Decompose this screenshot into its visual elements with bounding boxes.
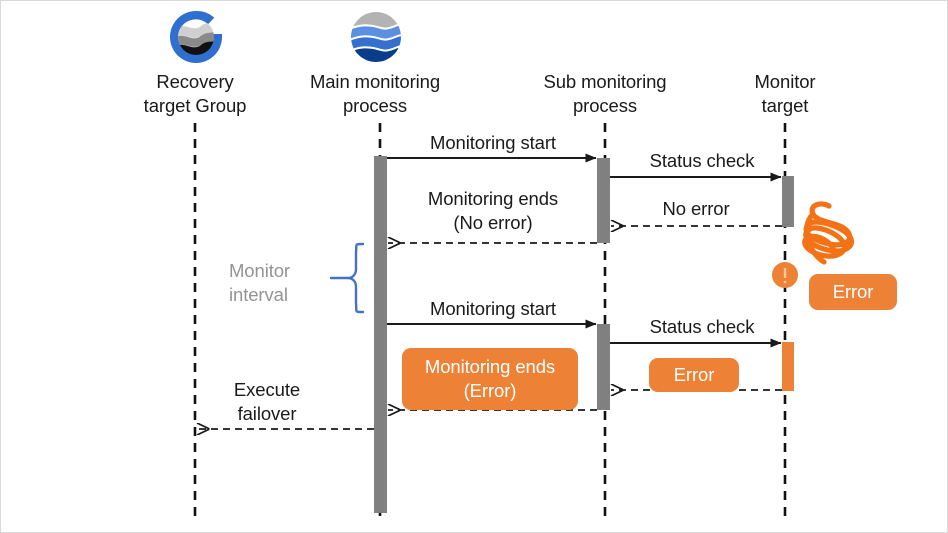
group-globe-g-logo-icon — [167, 8, 225, 71]
lifeline-title-recovery-target-group: Recovery target Group — [143, 71, 247, 116]
message-label-monitoring-ends-no-error-return: Monitoring ends (No error) — [427, 188, 559, 233]
activation-sub-monitoring-process-1 — [597, 158, 610, 243]
callout-monitoring-ends-error: Monitoring ends (Error) — [402, 348, 578, 410]
activation-sub-monitoring-process-2 — [597, 324, 610, 410]
activation-monitor-target-2 — [782, 342, 794, 391]
monitor-interval-label: Monitor interval — [229, 260, 290, 305]
lifeline-title-main-monitoring-process: Main monitoring process — [309, 71, 441, 116]
activation-main-monitoring-process — [374, 156, 387, 513]
callout-error-marker: Error — [809, 274, 897, 310]
message-label-monitoring-start-2: Monitoring start — [430, 298, 556, 319]
message-label-no-error-return: No error — [662, 198, 730, 219]
wave-globe-logo-icon — [347, 8, 405, 71]
orange-scribble-spiral-icon — [802, 201, 855, 265]
message-label-status-check-1: Status check — [649, 150, 755, 171]
message-label-execute-failover-return: Execute failover — [233, 379, 301, 424]
monitor-interval-bracket — [329, 242, 365, 314]
lifeline-title-monitor-target: Monitor target — [754, 71, 816, 116]
message-label-monitoring-start-1: Monitoring start — [430, 132, 556, 153]
error-dot-icon — [772, 262, 798, 288]
activation-monitor-target-1 — [782, 176, 794, 227]
callout-error-return: Error — [649, 358, 739, 392]
lifeline-title-sub-monitoring-process: Sub monitoring process — [543, 71, 667, 116]
message-label-status-check-2: Status check — [649, 316, 755, 337]
